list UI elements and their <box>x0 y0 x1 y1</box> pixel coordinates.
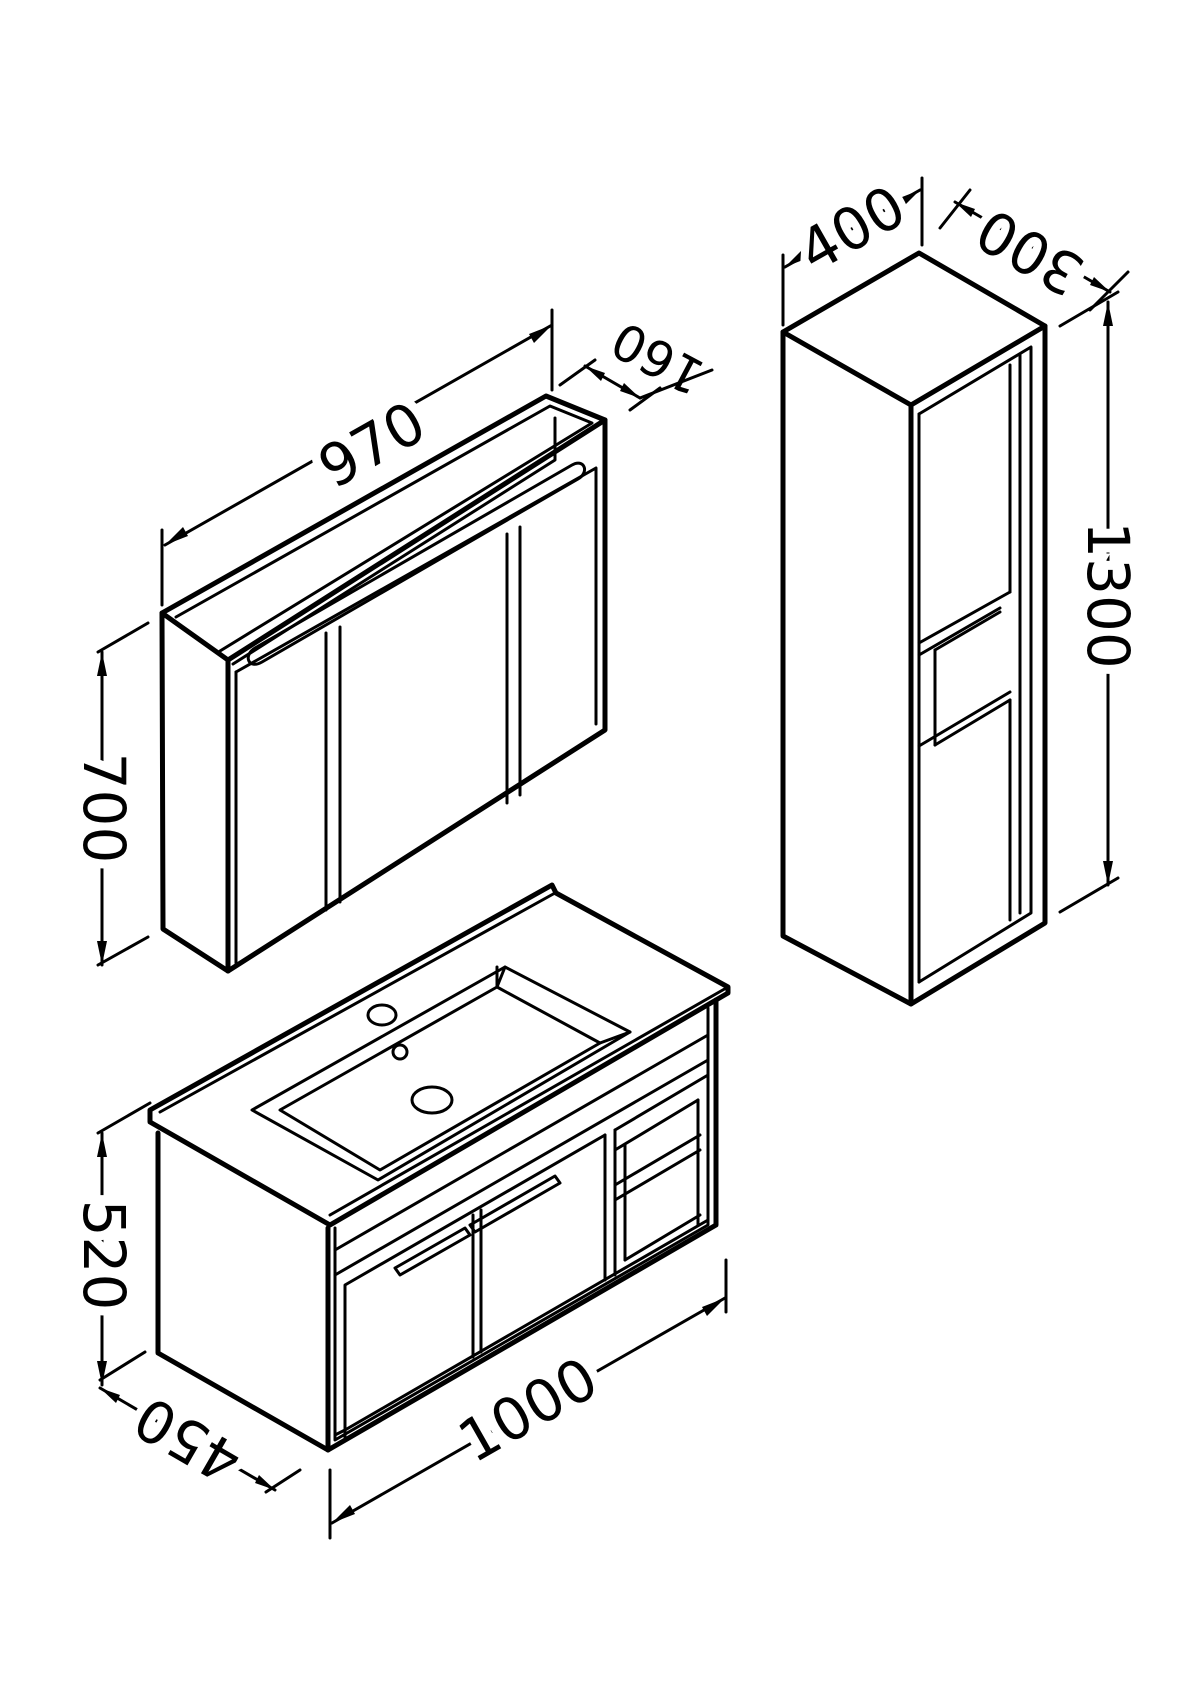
tall-cabinet-height-label: 1300 <box>1074 521 1142 669</box>
vanity-depth-label: 450 <box>123 1383 253 1497</box>
mirror-cabinet-height-label: 700 <box>70 753 138 864</box>
tall-cabinet-width-label: 400 <box>787 172 917 286</box>
vanity-unit <box>147 882 731 1453</box>
tall-cabinet-width-dimension <box>781 176 924 327</box>
mirror-cabinet-height-label: 700 <box>70 753 138 864</box>
mirror-cabinet-width-dimension <box>160 308 554 607</box>
mirror-cabinet-height-dimension <box>96 621 150 967</box>
tall-cabinet-height-label: 1300 <box>1074 521 1142 669</box>
mirror-cabinet-depth-dimension <box>558 358 714 412</box>
vanity-width-label: 1000 <box>447 1344 609 1476</box>
vanity-height-label: 520 <box>70 1200 138 1311</box>
vanity-width-dimension <box>328 1258 728 1540</box>
mirror-cabinet-width-label: 970 <box>307 388 437 502</box>
mirror-cabinet-depth-label: 160 <box>602 310 713 406</box>
vanity-height-dimension <box>96 1101 152 1387</box>
vanity-height-label: 520 <box>70 1200 138 1311</box>
vanity-depth-dimension <box>98 1350 302 1494</box>
mirror-cabinet <box>159 393 608 974</box>
tall-cabinet-height-dimension <box>1058 290 1120 914</box>
tall-cabinet <box>780 250 1048 1007</box>
